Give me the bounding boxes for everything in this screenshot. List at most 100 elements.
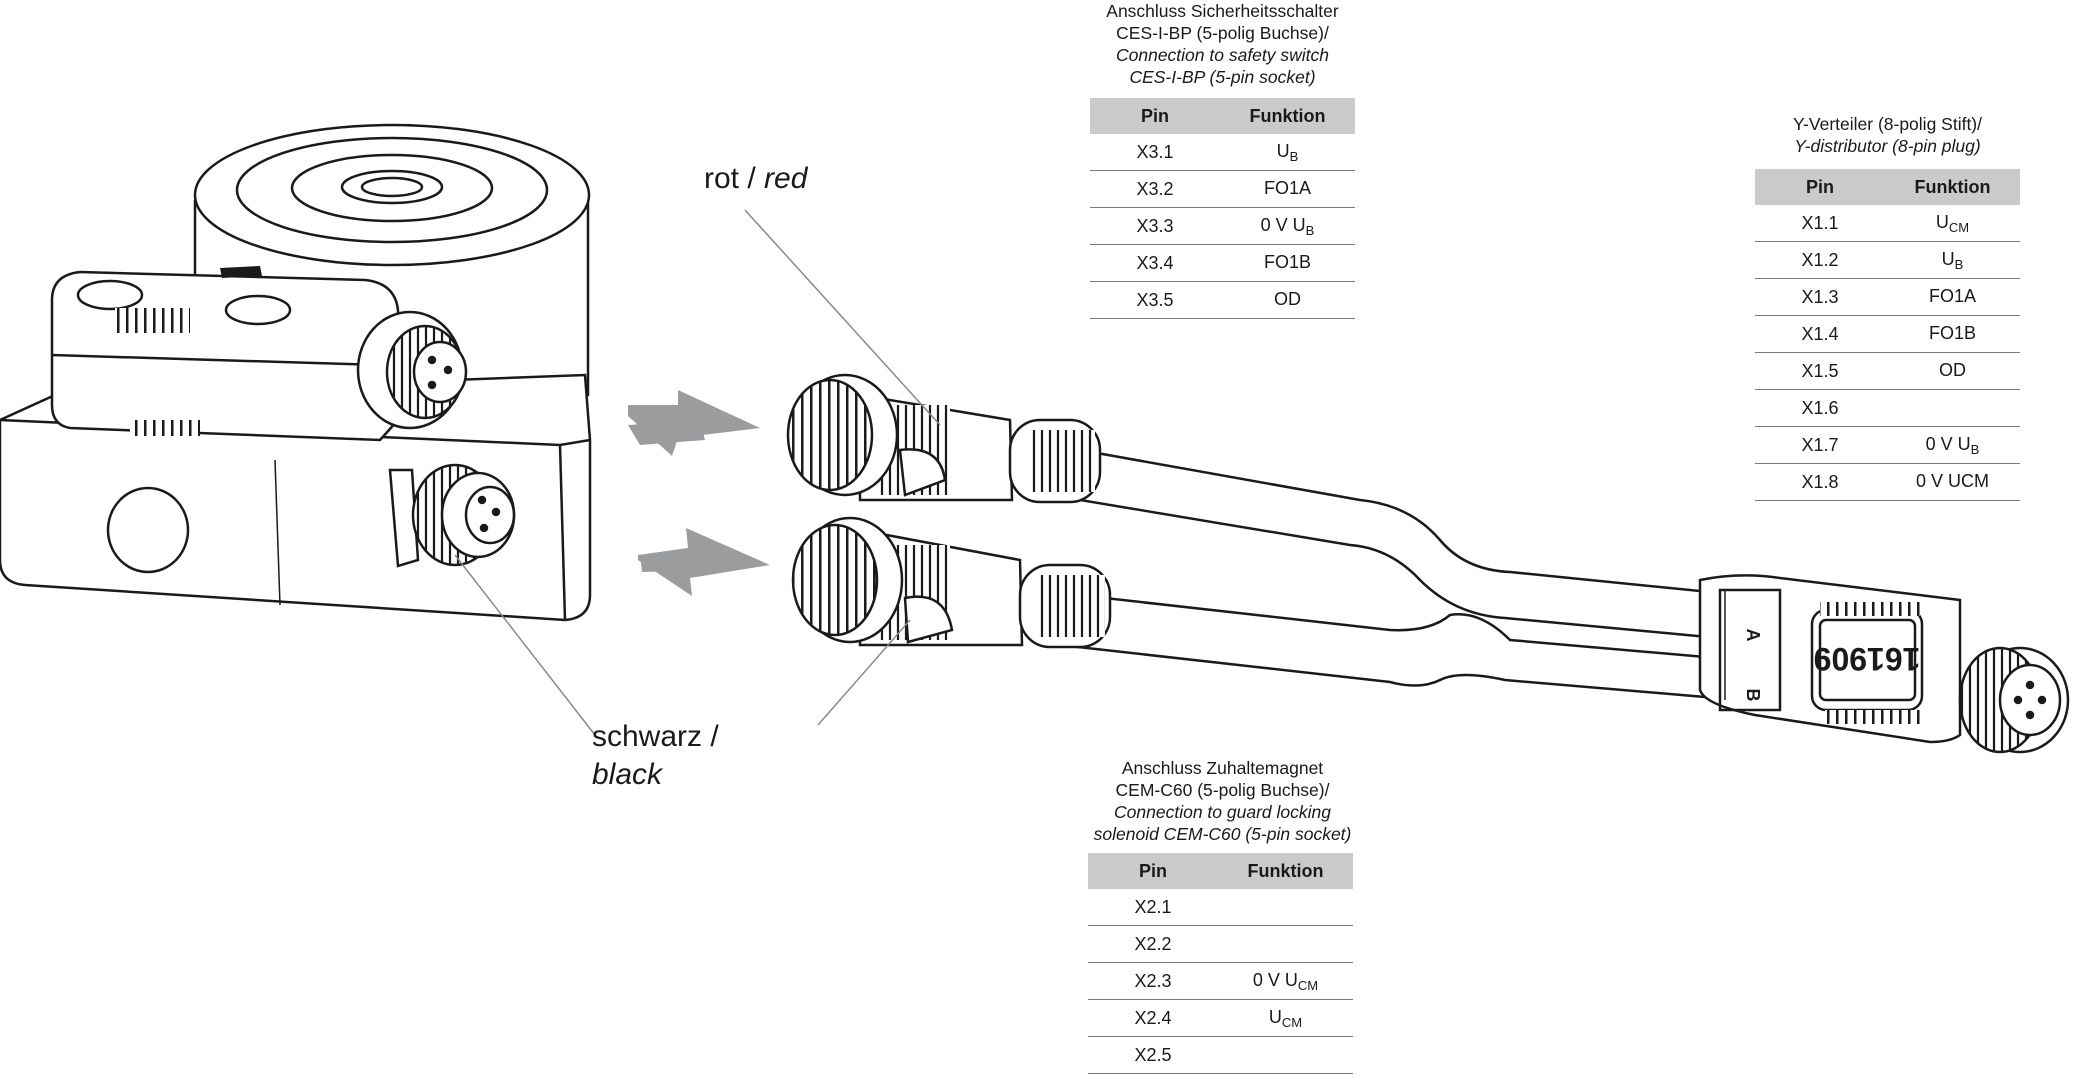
function-main: OD (1939, 359, 1966, 380)
caption-x2-de-2: CEM-C60 (5-polig Buchse)/ (1115, 780, 1330, 800)
pin-cell: X1.4 (1755, 315, 1885, 353)
function-cell: UB (1885, 241, 2020, 279)
function-cell: OD (1220, 281, 1355, 319)
label-red-de: rot / (704, 162, 765, 195)
caption-x3-en-2: CES-I-BP (5-pin socket) (1129, 67, 1316, 87)
pin-cell: X3.4 (1090, 244, 1220, 282)
pin-cell: X3.2 (1090, 170, 1220, 208)
function-cell: 0 V UB (1220, 207, 1355, 245)
header-pin: Pin (1088, 853, 1218, 889)
function-subscript: B (1305, 222, 1315, 238)
function-subscript: CM (1948, 219, 1970, 235)
pin-cell: X3.1 (1090, 134, 1220, 171)
pin-cell: X2.2 (1088, 925, 1218, 963)
safety-switch-housing (0, 123, 592, 622)
table-row: X3.2 FO1A (1090, 170, 1355, 208)
function-cell: FO1A (1220, 170, 1355, 208)
arrow-lower (638, 528, 770, 596)
plug-arrows (628, 390, 770, 596)
table-row: X1.6 (1755, 389, 2020, 427)
pin-cell: X1.8 (1755, 463, 1885, 501)
pin-cell: X1.3 (1755, 278, 1885, 316)
function-main: FO1A (1263, 177, 1311, 198)
table-row: X3.4 FO1B (1090, 244, 1355, 282)
table-row: X1.5 OD (1755, 352, 2020, 390)
function-main: U (1935, 211, 1949, 232)
caption-x1: Y-Verteiler (8-polig Stift)/ Y-distribut… (1755, 113, 2020, 157)
label-black-en: black (592, 758, 663, 791)
caption-x2: Anschluss Zuhaltemagnet CEM-C60 (5-polig… (1075, 757, 1370, 845)
function-cell: 0 V UB (1885, 426, 2020, 464)
table-header-row: Pin Funktion (1755, 169, 2020, 205)
function-main: 0 V U (1925, 433, 1971, 454)
table-row: X3.5 OD (1090, 281, 1355, 319)
leader-black (454, 554, 596, 736)
pin-cell: X2.4 (1088, 999, 1218, 1037)
caption-x3: Anschluss Sicherheitsschalter CES-I-BP (… (1090, 0, 1355, 88)
table-row: X1.8 0 V UCM (1755, 463, 2020, 501)
pin-cell: X2.1 (1088, 889, 1218, 926)
pin-cell: X3.3 (1090, 207, 1220, 245)
table-row: X2.2 (1088, 925, 1353, 963)
function-cell: FO1B (1220, 244, 1355, 282)
pin-cell: X1.5 (1755, 352, 1885, 390)
pin-cell: X2.3 (1088, 962, 1218, 1000)
function-cell: UCM (1218, 999, 1353, 1037)
y-cable (786, 373, 2070, 754)
function-subscript: B (1970, 441, 1980, 457)
function-cell: 0 V UCM (1218, 962, 1353, 1000)
caption-x2-en-2: solenoid CEM-C60 (5-pin socket) (1093, 824, 1352, 844)
table-row: X2.1 (1088, 889, 1353, 926)
function-cell: UCM (1885, 205, 2020, 242)
caption-x3-en-1: Connection to safety switch (1115, 45, 1330, 65)
function-main: OD (1274, 288, 1301, 309)
header-pin: Pin (1090, 98, 1220, 134)
label-red: rot / red (704, 160, 807, 198)
function-subscript: B (1954, 256, 1964, 272)
caption-x1-de-1: Y-Verteiler (8-polig Stift)/ (1792, 114, 1982, 134)
function-cell: UB (1220, 134, 1355, 171)
table-header-row: Pin Funktion (1090, 98, 1355, 134)
pin-cell: X1.1 (1755, 205, 1885, 242)
caption-x3-de-1: Anschluss Sicherheitsschalter (1106, 1, 1339, 21)
header-function: Funktion (1220, 98, 1355, 134)
header-function: Funktion (1885, 169, 2020, 205)
function-main: 0 V UCM (1915, 470, 1989, 491)
function-cell (1885, 389, 2020, 427)
function-subscript: CM (1297, 977, 1319, 993)
function-main: FO1B (1263, 251, 1311, 272)
pin-cell: X1.6 (1755, 389, 1885, 427)
caption-x2-en-1: Connection to guard locking (1114, 802, 1331, 822)
function-main: 0 V U (1260, 214, 1306, 235)
function-cell: FO1A (1885, 278, 2020, 316)
table-row: X2.5 (1088, 1036, 1353, 1074)
caption-x3-de-2: CES-I-BP (5-polig Buchse)/ (1116, 23, 1329, 43)
pin-cell: X2.5 (1088, 1036, 1218, 1074)
function-cell: 0 V UCM (1885, 463, 2020, 501)
function-cell (1218, 889, 1353, 926)
function-main: U (1268, 1006, 1282, 1027)
leader-red (744, 209, 941, 426)
function-cell (1218, 1036, 1353, 1074)
leader-lines (454, 209, 941, 736)
function-cell: FO1B (1885, 315, 2020, 353)
table-header-row: Pin Funktion (1088, 853, 1353, 889)
pin-cell: X1.2 (1755, 241, 1885, 279)
label-black: schwarz / black (592, 718, 719, 794)
pin-cell: X1.7 (1755, 426, 1885, 464)
pin-cell: X3.5 (1090, 281, 1220, 319)
caption-x2-de-1: Anschluss Zuhaltemagnet (1121, 758, 1324, 778)
function-cell (1218, 925, 1353, 963)
caption-x1-en-1: Y-distributor (8-pin plug) (1794, 136, 1981, 156)
